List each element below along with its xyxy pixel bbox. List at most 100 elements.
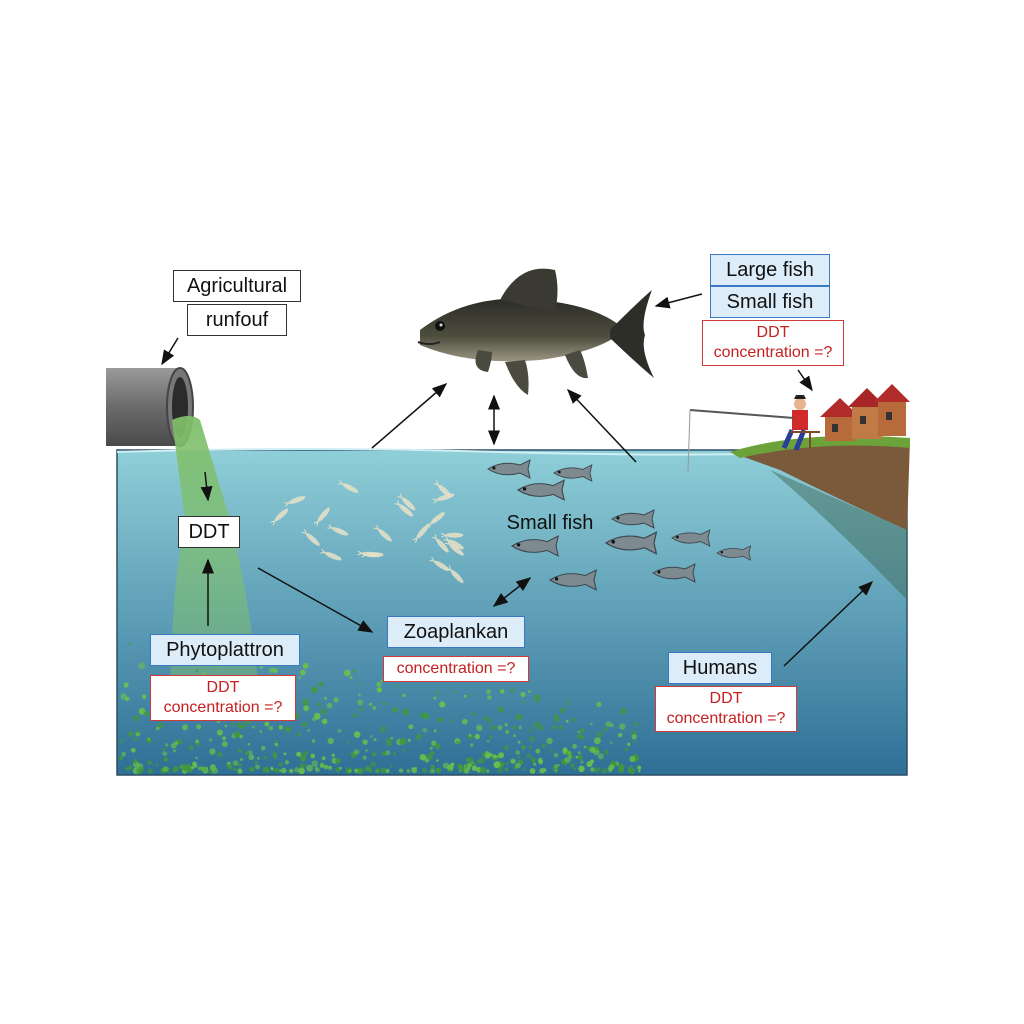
algae-particle — [381, 726, 387, 732]
algae-particle — [498, 752, 505, 759]
algae-particle — [357, 682, 360, 686]
small-fish — [652, 563, 696, 583]
algae-particle — [529, 768, 536, 774]
algae-particle — [511, 725, 516, 730]
zooplankton-swarm — [270, 479, 464, 584]
algae-particle — [497, 706, 504, 713]
flow-arrows — [161, 293, 874, 667]
agricultural-runoff-label-2: runfouf — [187, 304, 287, 336]
algae-particle — [610, 741, 613, 745]
algae-particle — [353, 749, 360, 755]
algae-particle — [382, 701, 386, 705]
algae-particle — [374, 768, 380, 774]
algae-particle — [370, 761, 377, 768]
algae-particle — [485, 717, 492, 723]
algae-particle — [284, 760, 289, 765]
algae-particle — [580, 760, 584, 764]
zooplankton — [446, 565, 464, 584]
large-fish-illustration — [417, 268, 654, 395]
algae-particle — [254, 760, 258, 765]
small-fish — [604, 531, 658, 555]
small-fish — [553, 464, 593, 482]
algae-particle — [629, 756, 636, 762]
algae-particle — [302, 721, 307, 727]
algae-particle — [170, 742, 177, 749]
algae-particle — [372, 705, 377, 711]
algae-particle — [335, 767, 341, 773]
algae-particle — [551, 724, 557, 731]
algae-particle — [586, 761, 593, 768]
algae-particle — [593, 749, 600, 756]
algae-particle — [505, 729, 510, 734]
small-fish — [611, 509, 655, 529]
arrow-humans-up — [783, 580, 874, 667]
algae-particle — [224, 724, 228, 728]
algae-particle — [365, 749, 368, 752]
algae-particle — [580, 728, 585, 733]
algae-particle — [306, 764, 313, 772]
fisherman — [687, 395, 820, 473]
algae-particle — [597, 753, 604, 760]
algae-particle — [237, 768, 243, 774]
algae-particle — [191, 766, 194, 770]
algae-particle — [605, 721, 612, 727]
algae-particle — [393, 752, 397, 756]
small-fish — [516, 479, 565, 501]
algae-particle — [311, 760, 319, 767]
algae-particle — [571, 717, 576, 722]
algae-particle — [526, 753, 532, 759]
algae-particle — [577, 730, 581, 734]
algae-particle — [192, 763, 198, 768]
algae-particle — [426, 753, 433, 761]
small-fish — [671, 529, 711, 547]
algae-particle — [583, 745, 587, 749]
algae-particle — [217, 751, 223, 758]
algae-particle — [469, 757, 474, 762]
algae-particle — [510, 758, 516, 764]
algae-particle — [421, 767, 428, 773]
algae-particle — [302, 662, 309, 669]
algae-particle — [564, 757, 571, 764]
algae-particle — [490, 724, 496, 731]
algae-particle — [389, 764, 393, 768]
algae-particle — [505, 761, 509, 766]
algae-particle — [411, 767, 415, 771]
algae-particle — [620, 708, 627, 715]
humans-label: Humans — [668, 652, 772, 684]
algae-particle — [436, 759, 439, 762]
algae-particle — [240, 724, 246, 729]
small-fish — [510, 535, 559, 557]
algae-particle — [177, 738, 183, 745]
algae-particle — [627, 742, 631, 746]
algae-particle — [289, 768, 294, 774]
zooplankton — [444, 539, 464, 556]
algae-particle — [343, 669, 351, 677]
agricultural-runoff-line1: Agricultural — [186, 275, 288, 297]
algae-particle — [272, 754, 278, 759]
algae-particle — [132, 737, 138, 742]
algae-particle — [467, 762, 472, 768]
algae-particle — [248, 766, 255, 773]
algae-particle — [142, 695, 147, 700]
algae-particle — [298, 767, 305, 775]
algae-particle — [188, 745, 194, 751]
algae-particle — [311, 686, 318, 693]
algae-particle — [358, 707, 364, 712]
algae-particle — [127, 730, 134, 737]
algae-particle — [261, 746, 266, 751]
small-fish — [487, 459, 531, 479]
algae-particle — [196, 724, 202, 730]
algae-particle — [339, 766, 342, 770]
algae-particle — [470, 693, 474, 697]
algae-particle — [566, 697, 570, 701]
algae-particle — [462, 718, 468, 725]
algae-particle — [539, 767, 545, 774]
algae-particle — [121, 751, 127, 757]
algae-particle — [423, 713, 430, 719]
phytoplankton-label: Phytoplattron — [150, 634, 300, 666]
algae-particle — [553, 753, 559, 758]
small-fish — [716, 545, 752, 561]
algae-particle — [470, 743, 474, 747]
algae-particle — [407, 738, 411, 742]
algae-particle — [372, 752, 377, 757]
